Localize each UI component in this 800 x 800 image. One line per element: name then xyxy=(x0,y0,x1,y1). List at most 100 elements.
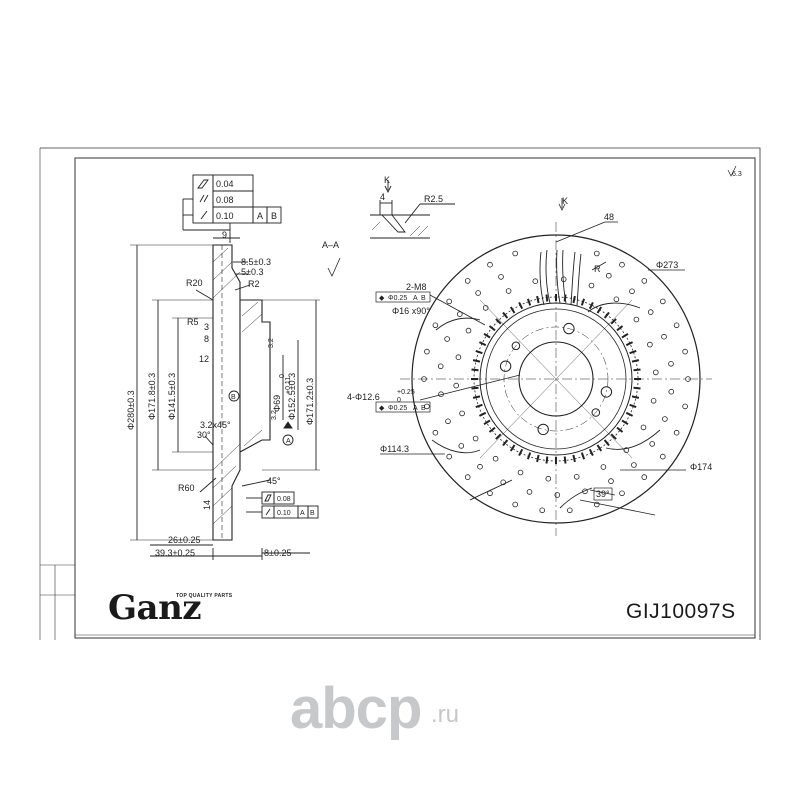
vent-tick xyxy=(471,368,479,372)
drill-hole xyxy=(588,282,595,289)
vent-tick xyxy=(545,456,549,464)
drill-hole xyxy=(605,272,612,279)
dim-2-m8: 2-M8 xyxy=(406,282,427,292)
drill-hole xyxy=(652,369,659,376)
drill-hole xyxy=(661,333,667,340)
drill-hole xyxy=(432,429,439,436)
flatness-icon xyxy=(197,179,209,189)
vent-tick xyxy=(580,452,586,460)
bolt-hole xyxy=(537,423,549,436)
slot-radius-2-5: R2.5 xyxy=(424,194,443,204)
drill-hole xyxy=(512,250,518,257)
drill-hole xyxy=(685,376,691,382)
bolt-holes xyxy=(499,322,613,436)
dim-dia-171-8: Φ171.8±0.3 xyxy=(147,373,157,420)
tol-runout-ref-b: B xyxy=(271,211,277,221)
vent-ring xyxy=(471,294,641,464)
dim-dia-174: Φ174 xyxy=(690,462,712,472)
drill-hole xyxy=(647,341,653,348)
vent-tick xyxy=(610,433,617,440)
tol-bottom-ref-a: A xyxy=(300,510,305,517)
view-k-label: K xyxy=(384,175,390,185)
datum-b-marker xyxy=(228,390,240,402)
drill-hole xyxy=(458,443,465,449)
vent-tick xyxy=(572,295,576,304)
drill-hole xyxy=(465,327,472,334)
corner-roughness-mark: 6.3 xyxy=(732,171,742,178)
drill-hole xyxy=(487,490,493,497)
tol-parallel-value: 0.08 xyxy=(216,195,234,205)
position-icon: ◆ xyxy=(379,295,385,302)
dim-dia-152-5: Φ152.5±0.3 xyxy=(287,373,297,420)
tol-runout-ref-a: A xyxy=(257,211,263,221)
vent-tick xyxy=(526,298,532,306)
vent-tick xyxy=(495,433,502,440)
vent-tick xyxy=(580,298,586,306)
bolt-hole xyxy=(563,322,575,335)
part-number: GIJ10097S xyxy=(626,600,736,623)
vent-tick xyxy=(536,454,540,463)
view-k-arrow-label: K xyxy=(562,196,568,206)
drill-hole xyxy=(512,501,518,508)
vent-tick xyxy=(563,456,567,464)
tol-runout-value: 0.10 xyxy=(216,211,234,221)
drill-hole xyxy=(554,492,561,498)
dim-3: 3 xyxy=(204,322,209,332)
vent-tick xyxy=(472,395,481,399)
sheet-border-outer xyxy=(40,147,761,640)
drill-hole xyxy=(640,424,647,431)
vent-tick xyxy=(478,411,487,417)
drill-hole xyxy=(446,453,453,460)
drill-hole xyxy=(472,435,479,442)
dim-r20: R20 xyxy=(186,278,203,288)
drill-hole xyxy=(500,479,507,486)
vent-tick xyxy=(633,386,641,390)
brand-logo: Ganz xyxy=(108,588,202,628)
vent-tick xyxy=(631,395,640,399)
vent-tick xyxy=(478,341,487,347)
drill-hole xyxy=(446,298,453,305)
vent-tick xyxy=(475,403,483,409)
drill-hole xyxy=(641,474,648,480)
dim-chamfer: 3.2x45° xyxy=(200,420,231,430)
dim-r60: R60 xyxy=(178,483,195,493)
bolt-hole xyxy=(591,408,601,417)
vent-tick xyxy=(488,426,496,433)
vent-tick xyxy=(475,349,483,355)
dim-8-5: 8.5±0.3 xyxy=(241,257,271,267)
position-icon: ◆ xyxy=(379,405,385,412)
dim-39-3: 39.3±0.25 xyxy=(155,548,195,558)
drill-hole xyxy=(641,278,648,284)
slot-width-4: 4 xyxy=(380,192,385,202)
tolerance-frame-bottom xyxy=(246,491,319,519)
holes-ref-a: A xyxy=(413,405,418,412)
dim-m8-chamfer: Φ16 x90° xyxy=(392,306,430,316)
flatness-icon xyxy=(264,494,272,502)
drill-hole xyxy=(477,463,483,470)
vent-tick xyxy=(588,301,594,310)
drill-hole xyxy=(608,478,614,484)
drill-hole xyxy=(445,418,451,425)
drill-hole xyxy=(526,489,533,495)
dim-angle-30: 30° xyxy=(197,430,211,440)
datum-a-label: A xyxy=(286,438,291,445)
dim-4-holes: 4-Φ12.6 xyxy=(347,392,380,402)
sheet-border-inner xyxy=(74,157,756,639)
drill-hole xyxy=(633,316,640,323)
cross-drill-holes xyxy=(421,250,691,514)
drill-hole xyxy=(424,348,430,355)
vent-tick xyxy=(633,368,641,372)
dim-8: 8 xyxy=(204,334,209,344)
drill-hole xyxy=(545,475,552,482)
drill-hole xyxy=(623,447,630,453)
drill-hole xyxy=(649,441,655,447)
dim-12: 12 xyxy=(199,354,209,364)
drill-hole xyxy=(582,488,588,495)
dim-r5: R5 xyxy=(187,317,199,327)
drill-hole xyxy=(532,278,539,285)
m8-position-value: Φ0.25 xyxy=(388,295,407,302)
dim-thickness-9: 9 xyxy=(222,230,227,240)
drill-hole xyxy=(487,261,493,268)
dim-angle-45: 45° xyxy=(267,476,281,486)
vent-tick xyxy=(603,439,610,447)
